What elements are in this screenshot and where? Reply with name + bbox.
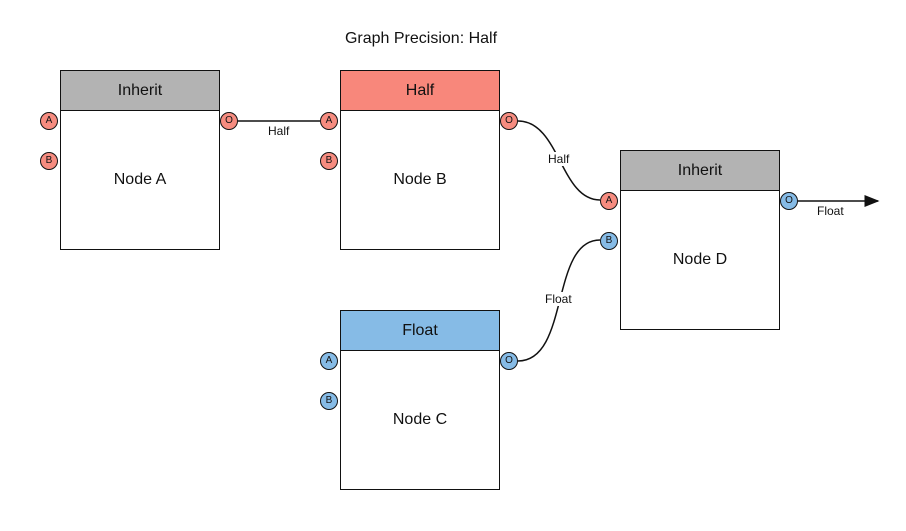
node-a-output-port[interactable]: O <box>220 112 238 130</box>
edge-label-a-to-b: Half <box>266 124 292 138</box>
node-c-header: Float <box>341 311 499 351</box>
node-d-label: Node D <box>672 251 728 268</box>
node-b-input-a-port[interactable]: A <box>320 112 338 130</box>
node-b-output-port[interactable]: O <box>500 112 518 130</box>
node-d-input-b-port[interactable]: B <box>600 232 618 250</box>
node-d-header: Inherit <box>621 151 779 191</box>
node-a-input-a-port[interactable]: A <box>40 112 58 130</box>
node-b-label: Node B <box>393 171 447 188</box>
node-c-label: Node C <box>392 411 448 428</box>
node-b-header: Half <box>341 71 499 111</box>
node-c[interactable]: Float Node C <box>340 310 500 490</box>
node-d-input-a-port[interactable]: A <box>600 192 618 210</box>
edge-label-c-to-d: Float <box>543 292 574 306</box>
node-d-output-port[interactable]: O <box>780 192 798 210</box>
node-a-header: Inherit <box>61 71 219 111</box>
node-c-output-port[interactable]: O <box>500 352 518 370</box>
edge-label-d-output: Float <box>815 204 846 218</box>
node-a[interactable]: Inherit Node A <box>60 70 220 250</box>
graph-title: Graph Precision: Half <box>344 30 498 47</box>
node-b-input-b-port[interactable]: B <box>320 152 338 170</box>
node-d[interactable]: Inherit Node D <box>620 150 780 330</box>
node-c-input-a-port[interactable]: A <box>320 352 338 370</box>
node-a-input-b-port[interactable]: B <box>40 152 58 170</box>
node-a-label: Node A <box>113 171 167 188</box>
node-b[interactable]: Half Node B <box>340 70 500 250</box>
edge-label-b-to-d: Half <box>546 152 572 166</box>
node-c-input-b-port[interactable]: B <box>320 392 338 410</box>
